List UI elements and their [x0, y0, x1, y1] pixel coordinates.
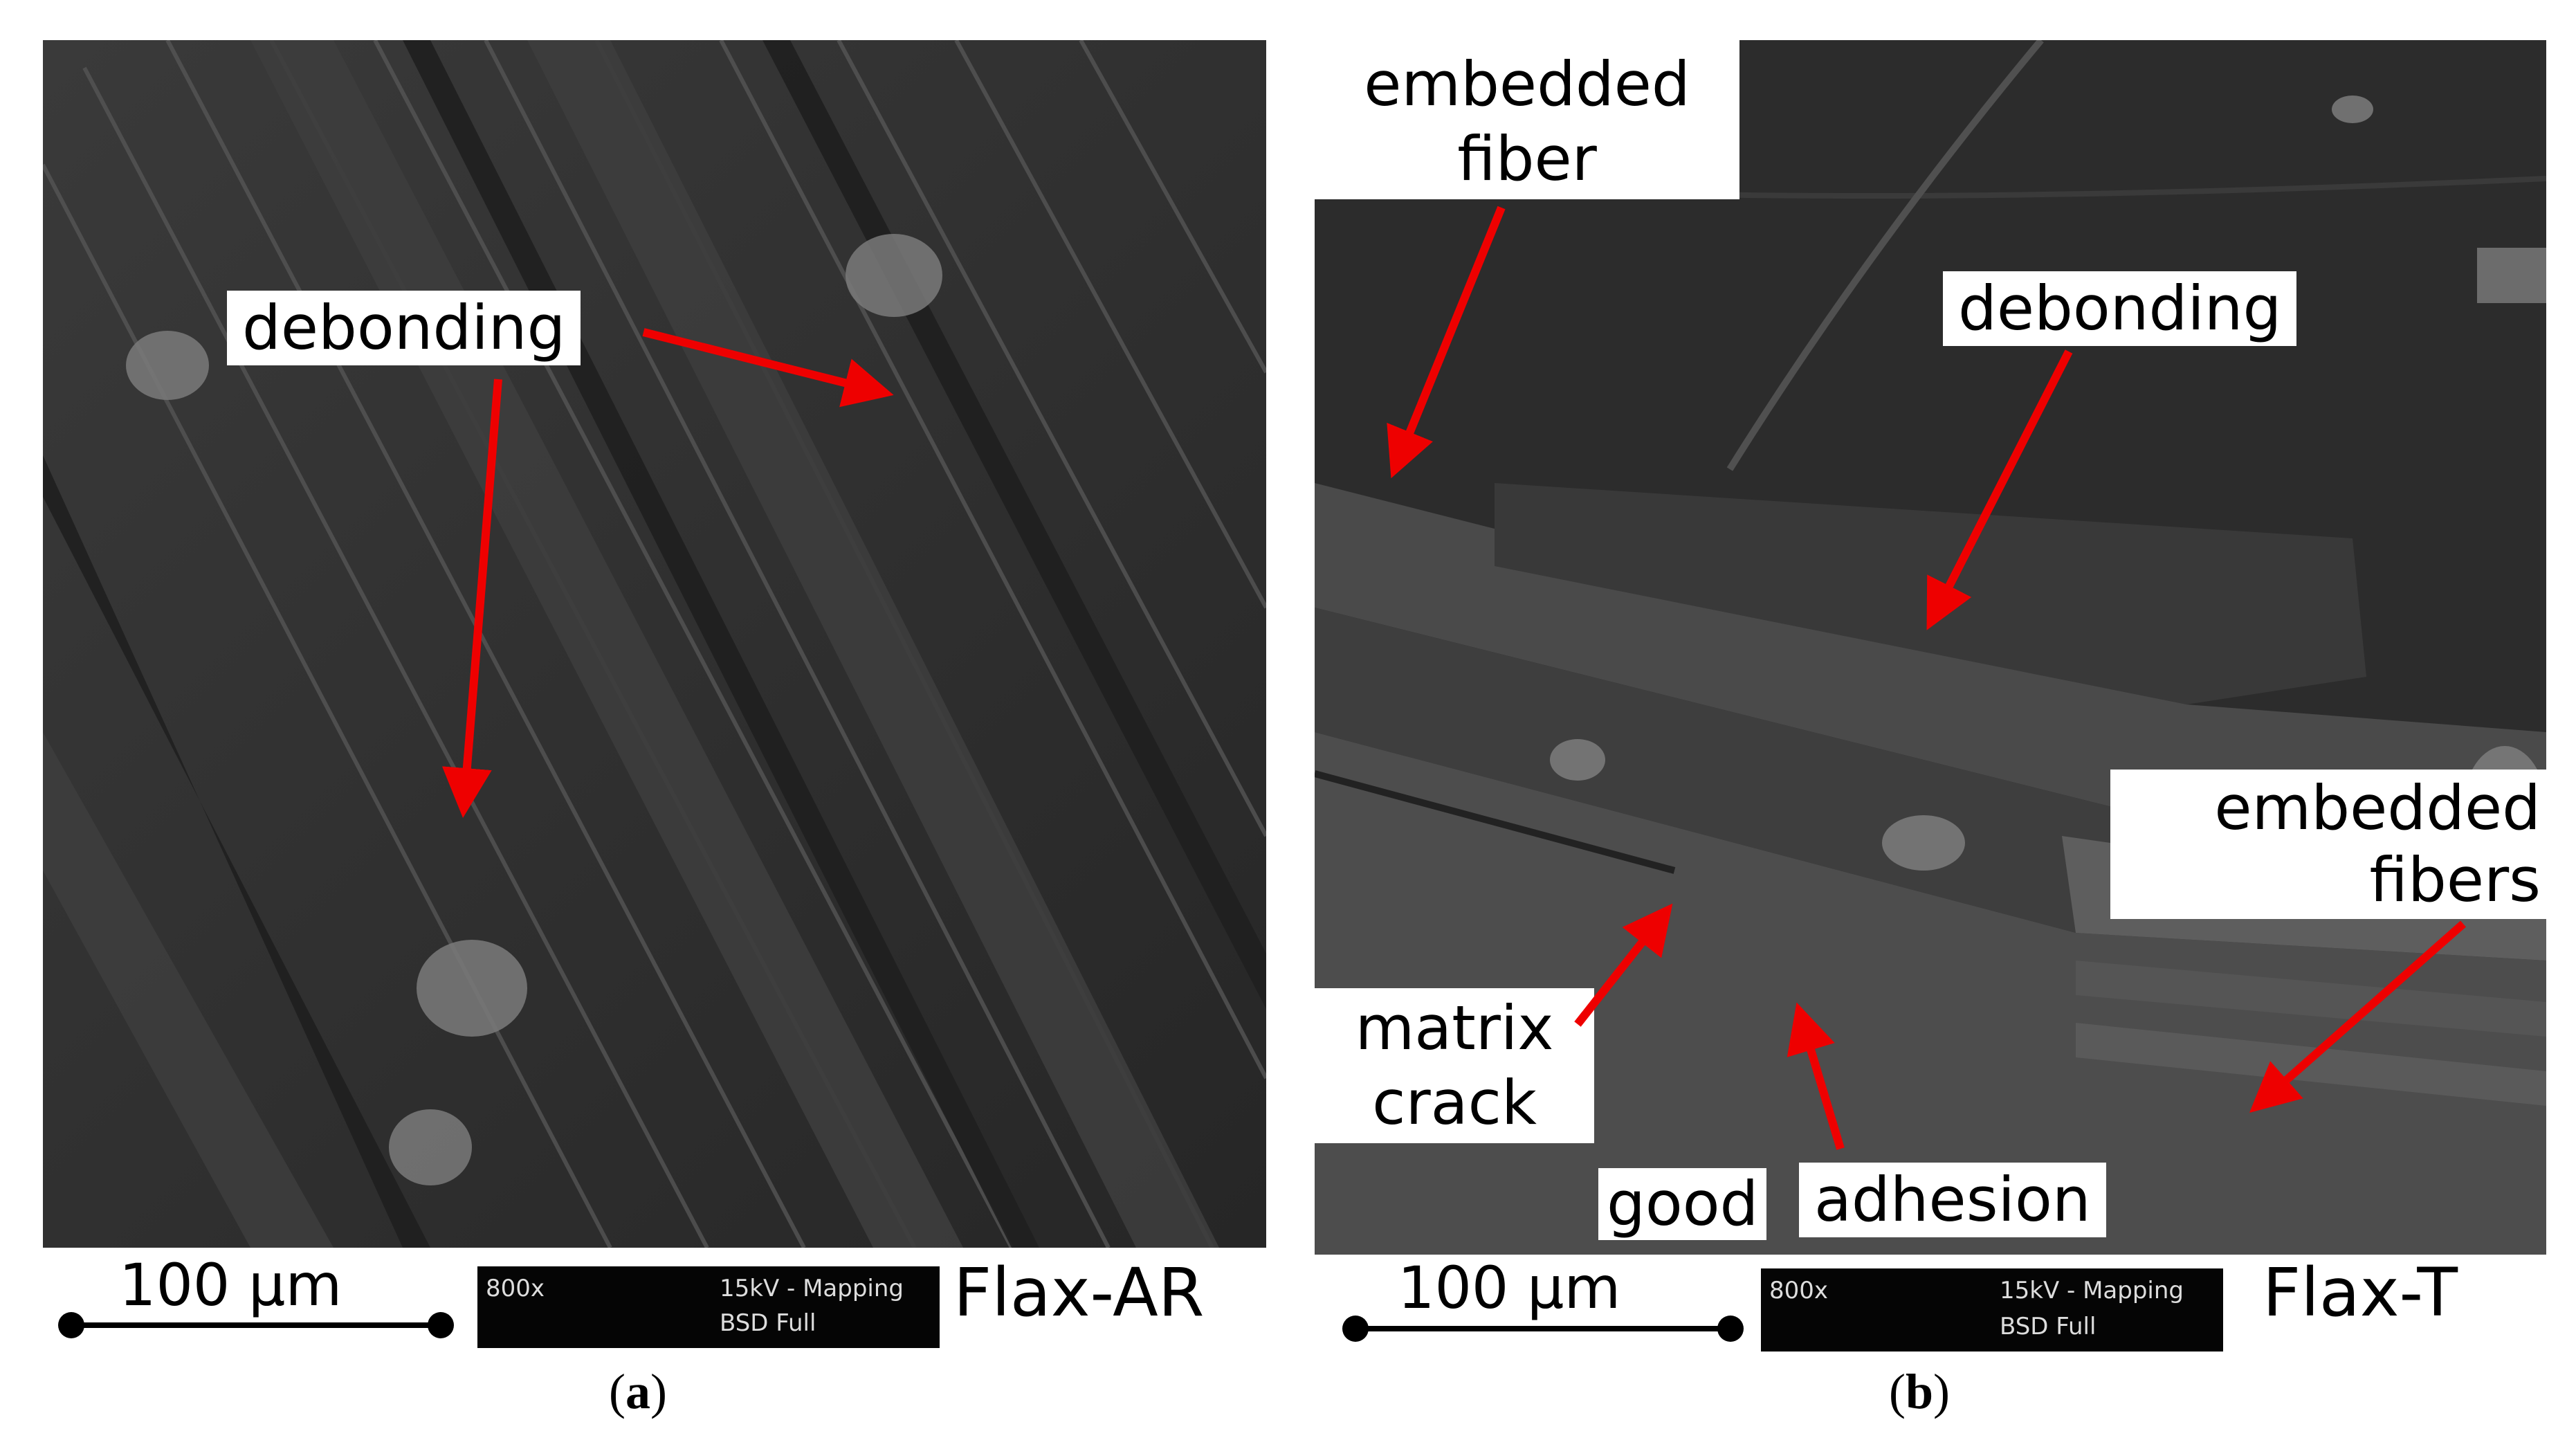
- caption-b: (b): [1889, 1364, 1951, 1419]
- mode-b: 15kV - Mapping: [2000, 1277, 2184, 1304]
- sem-databar-a: 800x 15kV - Mapping BSD Full: [477, 1266, 940, 1348]
- scale-bar-end-right-a: [428, 1312, 454, 1338]
- callout-embedded-fiber: embedded fiber: [1315, 40, 1739, 199]
- mode-a: 15kV - Mapping: [720, 1275, 904, 1302]
- detector-a: BSD Full: [720, 1309, 816, 1337]
- magnification-b: 800x: [1769, 1277, 1829, 1304]
- scale-bar-end-left-b: [1342, 1316, 1369, 1342]
- callout-embedded-fibers: embedded fibers: [2110, 770, 2556, 919]
- callout-good: good: [1598, 1168, 1767, 1240]
- scale-bar-b: 100 µm: [1315, 1251, 1744, 1355]
- scale-bar-a: 100 µm: [43, 1251, 458, 1355]
- callout-debonding-b: debonding: [1943, 271, 2297, 346]
- scale-bar-end-right-b: [1717, 1316, 1744, 1342]
- scale-bar-line-b: [1355, 1326, 1731, 1331]
- scale-bar-label-b: 100 µm: [1398, 1254, 1621, 1322]
- scale-bar-line-a: [71, 1322, 440, 1328]
- callout-adhesion: adhesion: [1799, 1163, 2106, 1237]
- sample-label-b: Flax-T: [2263, 1254, 2458, 1331]
- sem-databar-b: 800x 15kV - Mapping BSD Full: [1761, 1268, 2223, 1352]
- magnification-a: 800x: [486, 1275, 545, 1302]
- scale-bar-end-left-a: [58, 1312, 84, 1338]
- caption-a: (a): [609, 1364, 667, 1419]
- sample-label-a: Flax-AR: [953, 1254, 1205, 1331]
- sem-image-a: [43, 40, 1266, 1248]
- callout-debonding-a: debonding: [227, 291, 581, 365]
- callout-matrix-crack: matrix crack: [1315, 988, 1594, 1143]
- scale-bar-label-a: 100 µm: [119, 1251, 342, 1319]
- detector-b: BSD Full: [2000, 1313, 2097, 1340]
